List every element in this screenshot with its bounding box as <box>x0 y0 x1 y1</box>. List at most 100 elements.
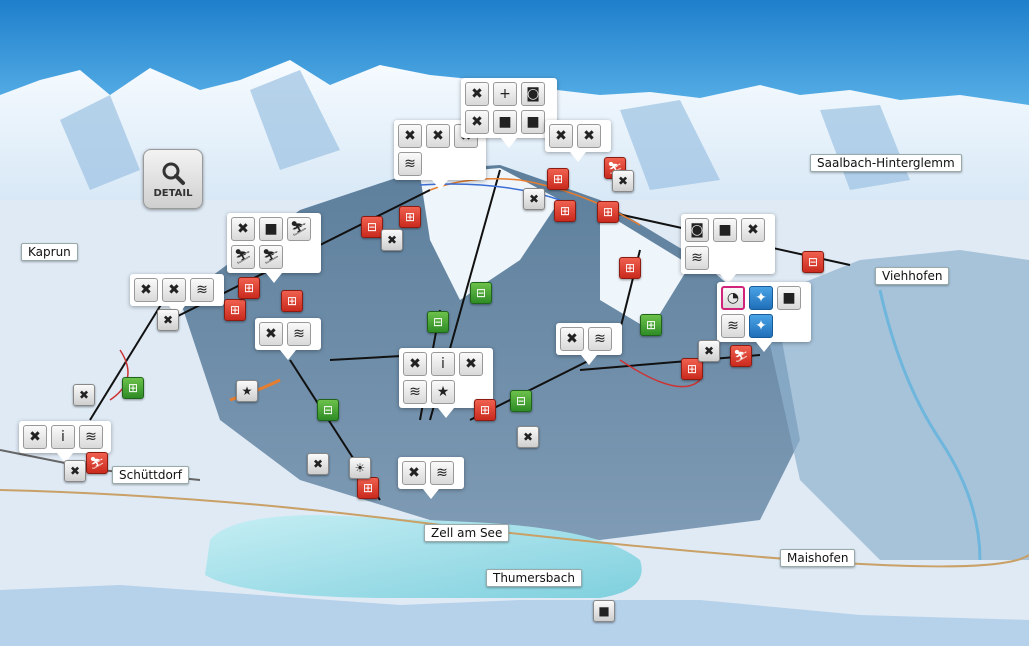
webcam-icon[interactable]: ■ <box>521 110 545 134</box>
poi-restaurant-icon[interactable]: ✖ <box>517 426 539 448</box>
restaurant-icon[interactable]: ✖ <box>398 124 422 148</box>
poi-popup-4[interactable]: ✖≋ <box>255 318 321 360</box>
wifi-icon[interactable]: ≋ <box>685 246 709 270</box>
magnifier-icon <box>162 162 185 185</box>
detail-button[interactable]: DETAIL <box>143 149 203 209</box>
place-viehhofen[interactable]: Viehhofen <box>875 267 950 285</box>
place-thumersbach[interactable]: Thumersbach <box>486 569 582 587</box>
ridge-shadows <box>60 70 910 190</box>
poi-restaurant-icon[interactable]: ✖ <box>698 340 720 362</box>
poi-restaurant-icon[interactable]: ✖ <box>157 309 179 331</box>
wifi-icon[interactable]: ≋ <box>430 461 454 485</box>
restaurant-icon[interactable]: ✖ <box>459 352 483 376</box>
restaurant-icon[interactable]: ✖ <box>465 82 489 106</box>
lift-gondola-icon[interactable]: ⊟ <box>470 282 492 304</box>
camera-icon[interactable]: ◙ <box>685 218 709 242</box>
first-aid-icon[interactable]: + <box>493 82 517 106</box>
poi-restaurant-icon[interactable]: ✖ <box>73 384 95 406</box>
webcam-icon[interactable]: ■ <box>777 286 801 310</box>
wifi-icon[interactable]: ≋ <box>79 425 103 449</box>
lift-chairlift-icon[interactable]: ⊞ <box>597 201 619 223</box>
lift-chairlift-icon[interactable]: ⊞ <box>399 206 421 228</box>
wifi-icon[interactable]: ≋ <box>403 380 427 404</box>
poi-restaurant-icon[interactable]: ✖ <box>523 188 545 210</box>
wifi-icon[interactable]: ≋ <box>190 278 214 302</box>
restaurant-icon[interactable]: ✖ <box>231 217 255 241</box>
restaurant-icon[interactable]: ✖ <box>465 110 489 134</box>
lift-gondola-icon[interactable]: ⊟ <box>510 390 532 412</box>
poi-popup-8[interactable]: ✖i✖ ≋★ <box>399 348 493 418</box>
place-maishofen[interactable]: Maishofen <box>780 549 856 567</box>
restaurant-icon[interactable]: ✖ <box>162 278 186 302</box>
place-saalbach-hinterglemm[interactable]: Saalbach-Hinterglemm <box>810 154 962 172</box>
info-icon[interactable]: i <box>431 352 455 376</box>
camera-icon[interactable]: ◙ <box>521 82 545 106</box>
webcam-icon[interactable]: ■ <box>493 110 517 134</box>
restaurant-icon[interactable]: ✖ <box>134 278 158 302</box>
speed-icon[interactable]: ◔ <box>721 286 745 310</box>
place-schuettdorf[interactable]: Schüttdorf <box>112 466 189 484</box>
star-icon[interactable]: ★ <box>431 380 455 404</box>
ski-icon[interactable]: ⛷ <box>231 245 255 269</box>
poi-popup-9[interactable]: ✖≋ <box>556 323 622 365</box>
ski-icon[interactable]: ⛷ <box>287 217 311 241</box>
restaurant-icon[interactable]: ✖ <box>741 218 765 242</box>
place-kaprun[interactable]: Kaprun <box>21 243 78 261</box>
ski-icon[interactable]: ⛷ <box>259 245 283 269</box>
river <box>878 289 982 561</box>
wifi-icon[interactable]: ≋ <box>398 152 422 176</box>
lift-chairlift-icon[interactable]: ⊞ <box>224 299 246 321</box>
poi-restaurant-icon[interactable]: ✖ <box>64 460 86 482</box>
lift-ski-icon[interactable]: ⛷ <box>730 345 752 367</box>
lift-gondola-icon[interactable]: ⊟ <box>427 311 449 333</box>
restaurant-icon[interactable]: ✖ <box>426 124 450 148</box>
detail-label: DETAIL <box>153 187 193 199</box>
poi-webcam-icon[interactable]: ■ <box>593 600 615 622</box>
wifi-icon[interactable]: ≋ <box>287 322 311 346</box>
info-icon[interactable]: i <box>51 425 75 449</box>
webcam-icon[interactable]: ■ <box>259 217 283 241</box>
lift-chairlift-icon[interactable]: ⊞ <box>281 290 303 312</box>
poi-popup-2[interactable]: ✖✖≋ <box>130 274 224 316</box>
poi-sun-icon[interactable]: ☀ <box>349 457 371 479</box>
valley-road <box>0 489 1029 568</box>
poi-popup-7[interactable]: ✖✖ <box>545 120 611 162</box>
walker-icon[interactable]: ✦ <box>749 286 773 310</box>
lift-chairlift-icon[interactable]: ⊞ <box>238 277 260 299</box>
lift-ski-icon[interactable]: ⛷ <box>86 452 108 474</box>
lift-chairlift-icon[interactable]: ⊞ <box>640 314 662 336</box>
poi-popup-10[interactable]: ◙■✖ ≋ <box>681 214 775 284</box>
poi-popup-3[interactable]: ✖■⛷⛷⛷ <box>227 213 321 283</box>
poi-restaurant-icon[interactable]: ✖ <box>612 170 634 192</box>
restaurant-icon[interactable]: ✖ <box>577 124 601 148</box>
wifi-icon[interactable]: ≋ <box>721 314 745 338</box>
lift-chairlift-icon[interactable]: ⊞ <box>619 257 641 279</box>
poi-restaurant-icon[interactable]: ✖ <box>381 229 403 251</box>
restaurant-icon[interactable]: ✖ <box>549 124 573 148</box>
lift-chairlift-icon[interactable]: ⊞ <box>681 358 703 380</box>
restaurant-icon[interactable]: ✖ <box>23 425 47 449</box>
wifi-icon[interactable]: ≋ <box>588 327 612 351</box>
poi-popup-1[interactable]: ✖i≋ <box>19 421 111 463</box>
poi-restaurant-icon[interactable]: ✖ <box>307 453 329 475</box>
south-mountains <box>0 585 1029 646</box>
poi-popup-11[interactable]: ◔✦■ ≋✦ <box>717 282 811 352</box>
poi-popup-12[interactable]: ✖≋ <box>398 457 464 499</box>
poi-star-icon[interactable]: ★ <box>236 380 258 402</box>
lift-gondola-icon[interactable]: ⊟ <box>361 216 383 238</box>
restaurant-icon[interactable]: ✖ <box>560 327 584 351</box>
walker-icon[interactable]: ✦ <box>749 314 773 338</box>
lift-chairlift-icon[interactable]: ⊞ <box>554 200 576 222</box>
restaurant-icon[interactable]: ✖ <box>402 461 426 485</box>
poi-popup-6[interactable]: ✖+◙✖■■ <box>461 78 557 148</box>
place-zell-am-see[interactable]: Zell am See <box>424 524 510 542</box>
webcam-icon[interactable]: ■ <box>713 218 737 242</box>
restaurant-icon[interactable]: ✖ <box>403 352 427 376</box>
lift-chairlift-icon[interactable]: ⊞ <box>122 377 144 399</box>
restaurant-icon[interactable]: ✖ <box>259 322 283 346</box>
lift-gondola-icon[interactable]: ⊟ <box>317 399 339 421</box>
lift-gondola-icon[interactable]: ⊟ <box>802 251 824 273</box>
lift-chairlift-icon[interactable]: ⊞ <box>474 399 496 421</box>
lift-chairlift-icon[interactable]: ⊞ <box>547 168 569 190</box>
lift-chairlift-icon[interactable]: ⊞ <box>357 477 379 499</box>
